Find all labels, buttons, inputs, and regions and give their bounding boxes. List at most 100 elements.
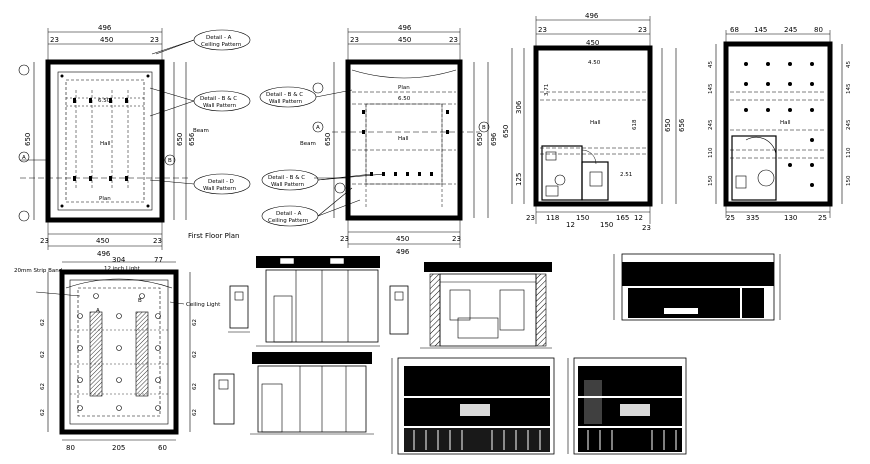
dim-label: 110 bbox=[846, 147, 852, 158]
caption-first-floor: First Floor Plan bbox=[188, 232, 240, 240]
dim-label: 304 bbox=[112, 256, 126, 264]
dim-label: 12 bbox=[566, 221, 575, 229]
dim-label: 496 bbox=[98, 24, 112, 32]
elevation-wall-1 bbox=[256, 256, 380, 347]
elevation-panel-detail-1 bbox=[228, 285, 250, 333]
plan-4-reflected-ceiling bbox=[715, 30, 843, 218]
axis-label: B bbox=[482, 125, 486, 131]
elevation-panel-detail-3 bbox=[213, 373, 235, 425]
dim-label: 6.50 bbox=[98, 98, 111, 104]
axis-label: B bbox=[168, 158, 172, 164]
dim-label: 335 bbox=[746, 214, 759, 222]
dim-label: 62 bbox=[192, 351, 198, 358]
dim-label: 650 bbox=[664, 119, 672, 132]
dim-label: 650 bbox=[324, 133, 332, 146]
beam-label: Beam bbox=[300, 141, 316, 147]
axis-label: A bbox=[316, 125, 320, 131]
dim-label: 23 bbox=[642, 224, 651, 232]
dim-label: 23 bbox=[40, 237, 49, 245]
dim-label: 496 bbox=[396, 248, 410, 256]
plan-2-text: 496 23 450 23 23 450 23 496 650 650 696 … bbox=[300, 24, 498, 256]
axis-label: A bbox=[96, 308, 100, 314]
dim-label: 450 bbox=[398, 36, 411, 44]
callout-sub: Ceiling Pattern bbox=[201, 42, 242, 48]
dim-label: 12 bbox=[634, 214, 643, 222]
dim-label: 25 bbox=[726, 214, 735, 222]
callout-title: Detail - D bbox=[208, 179, 234, 185]
elevation-wall-2 bbox=[250, 352, 374, 435]
callout-sub: Wall Pattern bbox=[203, 103, 237, 109]
callout-sub: Wall Pattern bbox=[269, 99, 303, 105]
dim-label: 60 bbox=[158, 444, 167, 452]
callout-sub: Wall Pattern bbox=[203, 186, 237, 192]
dim-label: 45 bbox=[708, 61, 714, 68]
dim-label: 450 bbox=[96, 237, 109, 245]
callout-title: Detail - B & C bbox=[266, 92, 303, 98]
dim-label: 62 bbox=[192, 383, 198, 390]
callout-sub: Ceiling Pattern bbox=[268, 218, 309, 224]
dim-label: 23 bbox=[150, 36, 159, 44]
dim-label: 118 bbox=[546, 214, 559, 222]
room-label: Plan bbox=[99, 196, 111, 202]
elevation-panel-detail-2 bbox=[389, 285, 409, 335]
dim-label: 450 bbox=[586, 39, 599, 47]
dim-label: 150 bbox=[600, 221, 613, 229]
dim-label: 245 bbox=[846, 119, 852, 130]
dim-label: 145 bbox=[754, 26, 767, 34]
dim-label: 62 bbox=[40, 319, 46, 326]
callout-sub: Wall Pattern bbox=[271, 182, 305, 188]
dim-label: 80 bbox=[66, 444, 75, 452]
dim-label: 145 bbox=[708, 83, 714, 94]
dim-label: 656 bbox=[678, 118, 686, 132]
callout-title: Detail - A bbox=[206, 35, 232, 41]
dim-label: 23 bbox=[449, 36, 458, 44]
dim-label: 150 bbox=[576, 214, 589, 222]
dim-label: 496 bbox=[97, 250, 111, 258]
dim-label: 618 bbox=[632, 119, 638, 130]
plan-5-text: 20mm Strip Band 304 77 12 inch Light Cei… bbox=[14, 256, 221, 452]
dim-label: 205 bbox=[112, 444, 125, 452]
dim-label: 23 bbox=[526, 214, 535, 222]
dim-label: 650 bbox=[24, 133, 32, 146]
dim-label: 125 bbox=[515, 173, 523, 186]
plan-3-furniture-layout bbox=[511, 16, 677, 224]
dim-label: 62 bbox=[40, 409, 46, 416]
plan-5-ceiling-light-layout bbox=[35, 261, 191, 441]
dim-label: 110 bbox=[708, 147, 714, 158]
dim-label: 650 bbox=[476, 133, 484, 146]
plan-3-text: 496 23 450 23 23 118 150 150 165 23 12 1… bbox=[502, 12, 686, 232]
dim-label: 45 bbox=[846, 61, 852, 68]
note-label: 20mm Strip Band bbox=[14, 268, 62, 274]
dim-label: 150 bbox=[708, 175, 714, 186]
dim-label: 23 bbox=[340, 235, 349, 243]
dim-label: 3.71 bbox=[544, 84, 550, 96]
callout-group-2 bbox=[259, 86, 385, 227]
dim-label: 62 bbox=[192, 409, 198, 416]
dim-label: 23 bbox=[153, 237, 162, 245]
dim-label: 650 bbox=[502, 125, 510, 138]
dim-label: 23 bbox=[538, 26, 547, 34]
dim-label: 650 bbox=[176, 133, 184, 146]
dim-label: 23 bbox=[50, 36, 59, 44]
plan-4-text: 68 145 245 80 45 145 245 110 150 45 145 … bbox=[708, 26, 852, 222]
plan-2-wall-layout bbox=[312, 28, 490, 248]
dim-label: 496 bbox=[585, 12, 599, 20]
note-label: 12 inch Light bbox=[104, 266, 141, 272]
dim-label: 62 bbox=[40, 383, 46, 390]
dim-label: 165 bbox=[616, 214, 629, 222]
callout-group-1 bbox=[149, 29, 251, 195]
callout-title: Detail - B & C bbox=[200, 96, 237, 102]
dim-label: 2.51 bbox=[620, 172, 632, 178]
dim-label: 130 bbox=[784, 214, 797, 222]
dim-label: 4.50 bbox=[588, 60, 601, 66]
elevation-view-4 bbox=[567, 357, 687, 455]
callout-title: Detail - A bbox=[276, 211, 302, 217]
dim-label: 77 bbox=[154, 256, 163, 264]
dim-label: 62 bbox=[40, 351, 46, 358]
elevation-view-2 bbox=[613, 253, 781, 321]
dim-label: 68 bbox=[730, 26, 739, 34]
dim-label: 306 bbox=[515, 100, 523, 114]
plan-1-text: 496 23 450 23 23 450 23 496 650 650 656 … bbox=[22, 24, 209, 258]
